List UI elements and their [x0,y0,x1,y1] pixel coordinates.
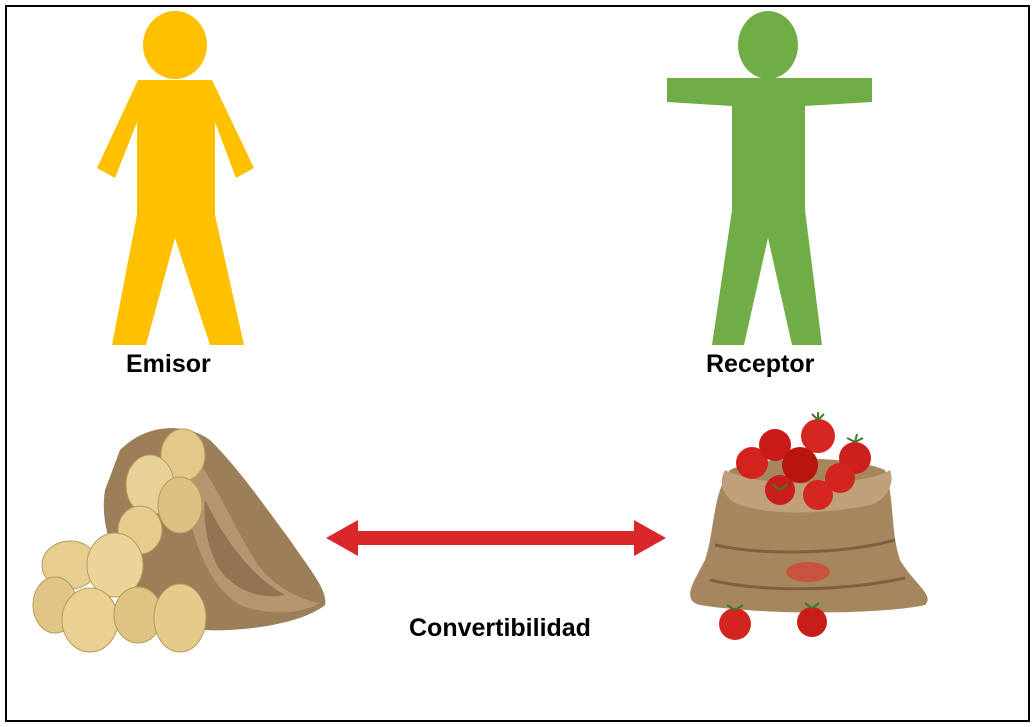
convertibilidad-label: Convertibilidad [409,614,591,643]
double-headed-arrow-icon [326,520,666,556]
emisor-label: Emisor [126,350,211,379]
receptor-label: Receptor [706,350,814,379]
